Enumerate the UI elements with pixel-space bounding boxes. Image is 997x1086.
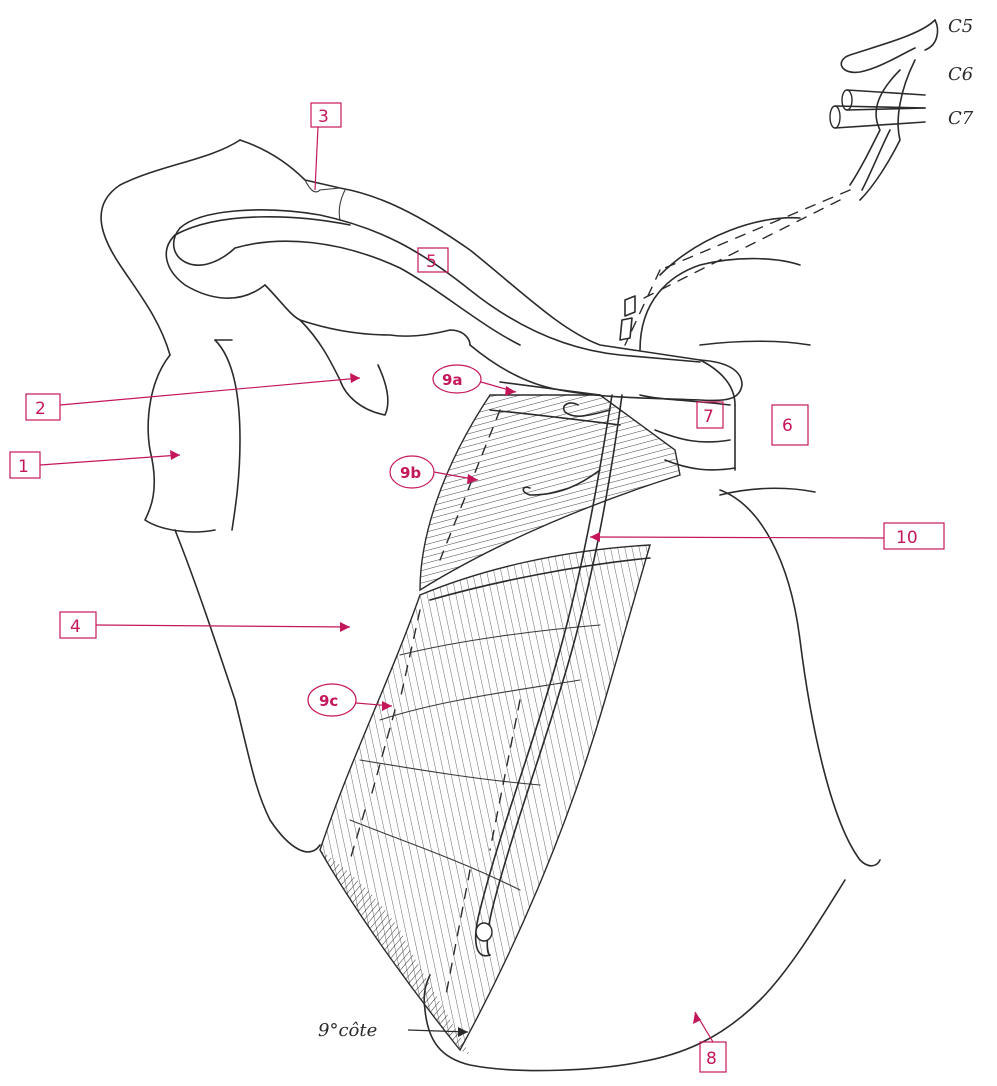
label-6: 6 <box>772 405 808 445</box>
svg-text:4: 4 <box>70 617 81 637</box>
svg-text:7: 7 <box>703 407 714 427</box>
serratus-lower <box>320 545 650 1055</box>
root-c6: C6 <box>948 64 973 85</box>
svg-text:9c: 9c <box>319 692 338 710</box>
svg-text:9°côte: 9°côte <box>318 1020 377 1041</box>
svg-text:9a: 9a <box>442 371 463 389</box>
brachial-plexus <box>620 20 938 345</box>
label-5: 5 <box>418 248 448 272</box>
svg-text:10: 10 <box>896 528 918 548</box>
svg-text:9b: 9b <box>400 464 421 482</box>
label-2: 2 <box>26 373 360 420</box>
label-7: 7 <box>697 402 723 428</box>
root-c5: C5 <box>948 16 973 37</box>
root-c7: C7 <box>948 108 974 129</box>
svg-text:1: 1 <box>18 457 29 477</box>
label-4: 4 <box>60 612 350 638</box>
svg-text:5: 5 <box>426 252 437 272</box>
label-8: 8 <box>693 1012 726 1072</box>
label-3: 3 <box>311 103 341 190</box>
svg-text:6: 6 <box>782 416 793 436</box>
svg-text:3: 3 <box>318 107 329 127</box>
svg-text:2: 2 <box>35 399 46 419</box>
svg-text:8: 8 <box>706 1049 717 1069</box>
